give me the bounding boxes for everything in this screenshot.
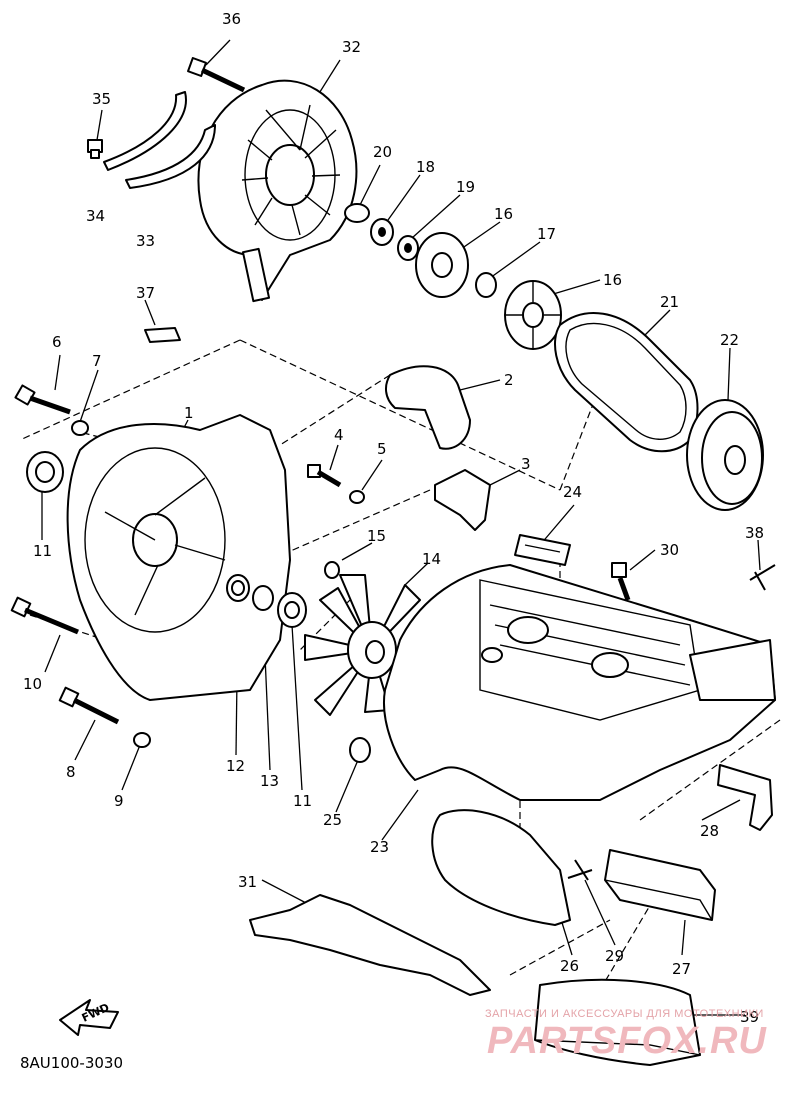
callout-3: 3 <box>521 455 531 473</box>
callout-2: 2 <box>504 371 514 389</box>
part-35-screw <box>87 139 103 159</box>
part-32-fan-cover <box>197 79 358 303</box>
callout-23: 23 <box>370 838 389 856</box>
part-5-washer <box>349 490 365 504</box>
part-6-bolt <box>14 384 71 415</box>
part-13-washer <box>252 585 274 611</box>
callout-29: 29 <box>605 947 624 965</box>
callout-35: 35 <box>92 90 111 108</box>
callout-19: 19 <box>456 178 475 196</box>
callout-26: 26 <box>560 957 579 975</box>
part-11-bearing-right <box>277 592 307 628</box>
callout-36: 36 <box>222 10 241 28</box>
part-16-pulley-half-upper <box>415 232 469 298</box>
part-7-washer <box>71 420 89 436</box>
callout-21: 21 <box>660 293 679 311</box>
callout-20: 20 <box>373 143 392 161</box>
callout-4: 4 <box>334 426 344 444</box>
callout-1: 1 <box>184 404 194 422</box>
part-12-circlip <box>226 574 250 602</box>
callout-27: 27 <box>672 960 691 978</box>
callout-28: 28 <box>700 822 719 840</box>
callout-labels: 36 32 35 20 18 19 16 17 16 34 33 37 21 2… <box>23 10 764 1026</box>
part-18-washer <box>370 218 394 246</box>
callout-31: 31 <box>238 873 257 891</box>
callout-16a: 16 <box>494 205 513 223</box>
callout-12: 12 <box>226 757 245 775</box>
part-19-washer <box>397 235 419 261</box>
callout-15: 15 <box>367 527 386 545</box>
callout-10: 10 <box>23 675 42 693</box>
part-2-air-duct <box>385 365 471 450</box>
part-16-pulley-half-lower <box>504 280 562 350</box>
fwd-arrow-icon: FWD <box>59 999 119 1036</box>
callout-9: 9 <box>114 792 124 810</box>
part-28-air-pipe <box>717 764 773 831</box>
callout-7: 7 <box>92 352 102 370</box>
part-9-washer <box>133 732 151 748</box>
part-11-bearing-left <box>26 451 64 493</box>
part-1-crankcase-cover <box>66 414 291 701</box>
part-27-duct-box <box>604 849 716 921</box>
callout-24: 24 <box>563 483 582 501</box>
part-25-grommet <box>349 737 371 763</box>
callout-11a: 11 <box>33 542 52 560</box>
callout-30: 30 <box>660 541 679 559</box>
part-21-v-belt <box>554 312 699 453</box>
callout-22: 22 <box>720 331 739 349</box>
callout-38: 38 <box>745 524 764 542</box>
callout-11b: 11 <box>293 792 312 810</box>
part-39-duct-box <box>534 978 701 1066</box>
part-10-bolt <box>10 596 79 635</box>
callout-16b: 16 <box>603 271 622 289</box>
part-26-panel <box>431 809 571 926</box>
catalog-code: 8AU100-3030 <box>20 1054 124 1072</box>
callout-32: 32 <box>342 38 361 56</box>
part-34-seal-strip <box>103 91 187 171</box>
callout-33: 33 <box>136 232 155 250</box>
callout-6: 6 <box>52 333 62 351</box>
part-22-driven-pulley <box>686 399 764 511</box>
part-30-screw <box>611 562 631 601</box>
callout-14: 14 <box>422 550 441 568</box>
watermark-brand: PARTSFOX.RU <box>487 1020 767 1062</box>
part-23-fan-shroud <box>383 564 776 801</box>
part-3-bracket <box>434 469 491 531</box>
part-29-clip <box>567 859 593 881</box>
callout-25: 25 <box>323 811 342 829</box>
part-17-washer <box>475 272 497 298</box>
callout-17: 17 <box>537 225 556 243</box>
part-36-bolt <box>187 57 246 93</box>
part-8-bolt <box>58 686 120 725</box>
part-4-bolt <box>307 464 342 488</box>
part-37-clip <box>144 327 181 343</box>
callout-37: 37 <box>136 284 155 302</box>
part-24-label <box>514 534 571 566</box>
part-38-clip <box>749 564 776 591</box>
part-15-grommet <box>324 561 340 579</box>
callout-13: 13 <box>260 772 279 790</box>
callout-8: 8 <box>66 763 76 781</box>
part-31-plate <box>249 894 491 996</box>
callout-18: 18 <box>416 158 435 176</box>
part-33-seal-strip <box>125 124 216 189</box>
callout-5: 5 <box>377 440 387 458</box>
callout-39: 39 <box>740 1008 759 1026</box>
watermark-tagline: ЗАПЧАСТИ И АКСЕССУАРЫ ДЛЯ МОТОТЕХНИКИ <box>485 1008 764 1020</box>
callout-34: 34 <box>86 207 105 225</box>
part-20-collar <box>344 203 370 223</box>
